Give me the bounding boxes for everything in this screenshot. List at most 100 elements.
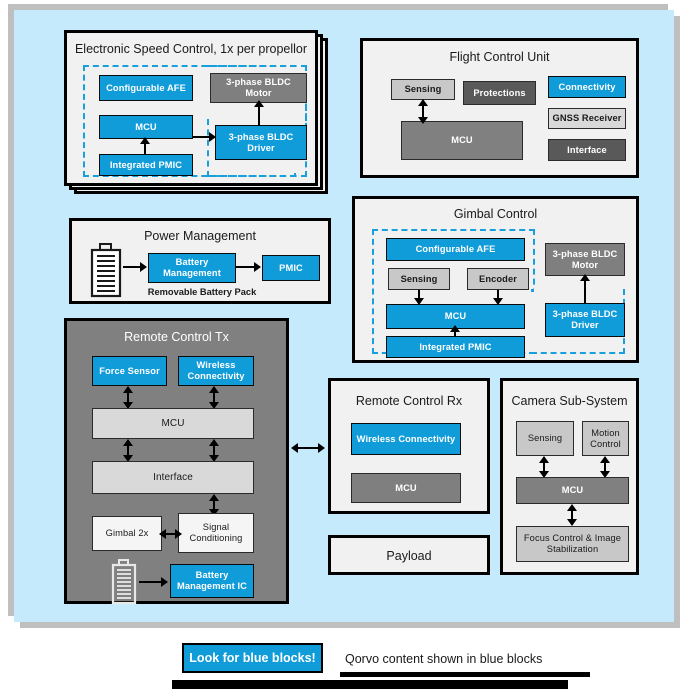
rc-tx-arrow-if-signal-head-dn xyxy=(209,509,219,516)
fcu-block-interface[interactable]: Interface xyxy=(548,139,626,161)
gimbal-arrow-sensing-mcu-line xyxy=(418,290,420,300)
legend-note: Qorvo content shown in blue blocks xyxy=(345,652,543,666)
panel-camera-sub-system[interactable]: Camera Sub-System Sensing Motion Control… xyxy=(500,378,639,575)
gimbal-block-configurable-afe[interactable]: Configurable AFE xyxy=(386,238,525,261)
rc-tx-arrow-force-mcu-head-up xyxy=(123,386,133,393)
panel-remote-control-rx[interactable]: Remote Control Rx Wireless Connectivity … xyxy=(328,378,490,514)
gimbal-arrow-pmic-mcu-line xyxy=(454,329,456,337)
gimbal-block-bldc-motor[interactable]: 3-phase BLDC Motor xyxy=(545,243,625,276)
bottom-bar xyxy=(172,680,568,689)
esc-arrow-driver-to-motor-line xyxy=(258,105,260,126)
esc-block-bldc-motor[interactable]: 3-phase BLDC Motor xyxy=(210,73,307,103)
fcu-block-gnss-receiver[interactable]: GNSS Receiver xyxy=(548,108,626,129)
slide-canvas: Electronic Speed Control, 1x per propell… xyxy=(14,10,674,622)
battery-icon xyxy=(90,243,122,298)
gimbal-dash-mask-b xyxy=(530,292,536,352)
esc-title: Electronic Speed Control, 1x per propell… xyxy=(74,42,308,56)
power-footnote: Removable Battery Pack xyxy=(147,287,257,297)
esc-qorvo-dash-right-col xyxy=(207,65,307,177)
power-arrow-bm-to-pmic-line xyxy=(236,266,257,268)
rc-rx-title: Remote Control Rx xyxy=(355,394,463,408)
panel-electronic-speed-control[interactable]: Electronic Speed Control, 1x per propell… xyxy=(64,30,318,186)
camera-arrow-mcu-focus-head-dn xyxy=(567,519,577,526)
panel-payload[interactable]: Payload xyxy=(328,535,490,575)
camera-title: Camera Sub-System xyxy=(511,394,628,408)
panel-flight-control-unit[interactable]: Flight Control Unit Sensing Protections … xyxy=(360,38,639,178)
camera-arrow-motion-mcu-head-dn xyxy=(600,471,610,478)
esc-arrow-mcu-to-driver-line xyxy=(193,136,211,138)
fcu-block-protections[interactable]: Protections xyxy=(463,81,536,105)
rc-tx-arrow-if-signal-head-up xyxy=(209,494,219,501)
rc-tx-block-signal-conditioning[interactable]: Signal Conditioning xyxy=(178,513,254,553)
tx-rx-link-line xyxy=(297,447,321,449)
legend-underline xyxy=(340,672,590,677)
gimbal-arrow-encoder-mcu-head xyxy=(493,298,503,305)
gimbal-arrow-driver-motor-line xyxy=(584,278,586,303)
camera-block-mcu[interactable]: MCU xyxy=(516,477,629,504)
rc-tx-block-battery-management-ic[interactable]: Battery Management IC xyxy=(170,564,254,598)
power-title: Power Management xyxy=(144,229,256,243)
gimbal-title: Gimbal Control xyxy=(453,207,538,221)
esc-block-mcu[interactable]: MCU xyxy=(99,115,193,139)
esc-block-integrated-pmic[interactable]: Integrated PMIC xyxy=(99,154,193,176)
rc-tx-block-interface[interactable]: Interface xyxy=(92,461,254,494)
gimbal-block-encoder[interactable]: Encoder xyxy=(467,268,529,290)
camera-arrow-motion-mcu-head-up xyxy=(600,456,610,463)
rc-tx-arrow-force-mcu-line xyxy=(127,390,129,404)
rc-tx-block-mcu[interactable]: MCU xyxy=(92,408,254,439)
rc-tx-arrow-if-signal-line xyxy=(213,498,215,511)
power-block-battery-management[interactable]: Battery Management xyxy=(148,253,236,283)
gimbal-dash-mask-a xyxy=(534,287,623,292)
rc-tx-arrow-gimbal-signal-line xyxy=(164,533,177,535)
tx-rx-link-head-right xyxy=(318,443,325,453)
camera-block-sensing[interactable]: Sensing xyxy=(516,421,574,456)
rc-tx-title: Remote Control Tx xyxy=(124,330,229,344)
rc-tx-arrow-mcu-if-head-dn-left xyxy=(123,455,133,462)
rc-rx-block-mcu[interactable]: MCU xyxy=(351,473,461,503)
rc-tx-block-gimbal-2x[interactable]: Gimbal 2x xyxy=(92,516,162,551)
gimbal-block-sensing[interactable]: Sensing xyxy=(388,268,450,290)
power-arrow-battery-to-bm-line xyxy=(123,266,142,268)
panel-gimbal-control[interactable]: Gimbal Control Configurable AFE Sensing … xyxy=(352,196,639,363)
camera-arrow-motion-mcu-line xyxy=(604,460,606,473)
gimbal-block-mcu[interactable]: MCU xyxy=(386,304,525,329)
esc-arrow-pmic-to-mcu-head xyxy=(140,137,150,144)
esc-block-configurable-afe[interactable]: Configurable AFE xyxy=(99,75,193,101)
tx-rx-link-head-left xyxy=(291,443,298,453)
rc-tx-arrow-mcu-if-line-left xyxy=(127,443,129,457)
fcu-block-connectivity[interactable]: Connectivity xyxy=(548,76,626,98)
fcu-arrow-sensing-mcu-line xyxy=(422,103,424,119)
gimbal-arrow-sensing-mcu-head xyxy=(414,298,424,305)
fcu-arrow-sensing-mcu-head-up xyxy=(418,99,428,106)
rc-tx-block-force-sensor[interactable]: Force Sensor xyxy=(92,356,167,386)
camera-block-motion-control[interactable]: Motion Control xyxy=(582,421,629,456)
fcu-title: Flight Control Unit xyxy=(449,50,550,64)
esc-block-bldc-driver[interactable]: 3-phase BLDC Driver xyxy=(215,125,307,160)
camera-arrow-sensing-mcu-head-up xyxy=(539,456,549,463)
panel-remote-control-tx[interactable]: Remote Control Tx Force Sensor Wireless … xyxy=(64,318,289,605)
rc-tx-arrow-gimbal-signal-head-rt xyxy=(175,529,182,539)
esc-arrow-pmic-to-mcu-line xyxy=(144,141,146,154)
power-arrow-battery-to-bm-head xyxy=(140,262,147,272)
rc-tx-arrow-battery-bmic-head xyxy=(161,577,168,587)
camera-block-focus-control[interactable]: Focus Control & Image Stabilization xyxy=(516,526,629,562)
fcu-block-sensing[interactable]: Sensing xyxy=(391,79,455,100)
rc-rx-block-wireless-connectivity[interactable]: Wireless Connectivity xyxy=(351,423,461,455)
gimbal-arrow-encoder-mcu-line xyxy=(497,290,499,300)
rc-tx-arrow-wireless-mcu-head-dn xyxy=(209,402,219,409)
panel-power-management[interactable]: Power Management Battery Management PMIC… xyxy=(69,218,331,304)
camera-arrow-sensing-mcu-line xyxy=(543,460,545,473)
esc-arrow-driver-to-motor-head xyxy=(254,100,264,107)
power-arrow-bm-to-pmic-head xyxy=(254,262,261,272)
rc-tx-block-wireless-connectivity[interactable]: Wireless Connectivity xyxy=(178,356,254,386)
rc-tx-battery-icon xyxy=(111,559,137,605)
gimbal-block-integrated-pmic[interactable]: Integrated PMIC xyxy=(386,336,525,358)
camera-arrow-mcu-focus-head-up xyxy=(567,504,577,511)
gimbal-arrow-driver-motor-head xyxy=(580,274,590,281)
gimbal-block-bldc-driver[interactable]: 3-phase BLDC Driver xyxy=(545,303,625,337)
fcu-block-mcu[interactable]: MCU xyxy=(401,121,523,160)
fcu-arrow-sensing-mcu-head-dn xyxy=(418,117,428,124)
power-block-pmic[interactable]: PMIC xyxy=(262,255,320,281)
rc-tx-arrow-gimbal-signal-head-lf xyxy=(159,529,166,539)
legend-blue-chip[interactable]: Look for blue blocks! xyxy=(182,643,323,673)
